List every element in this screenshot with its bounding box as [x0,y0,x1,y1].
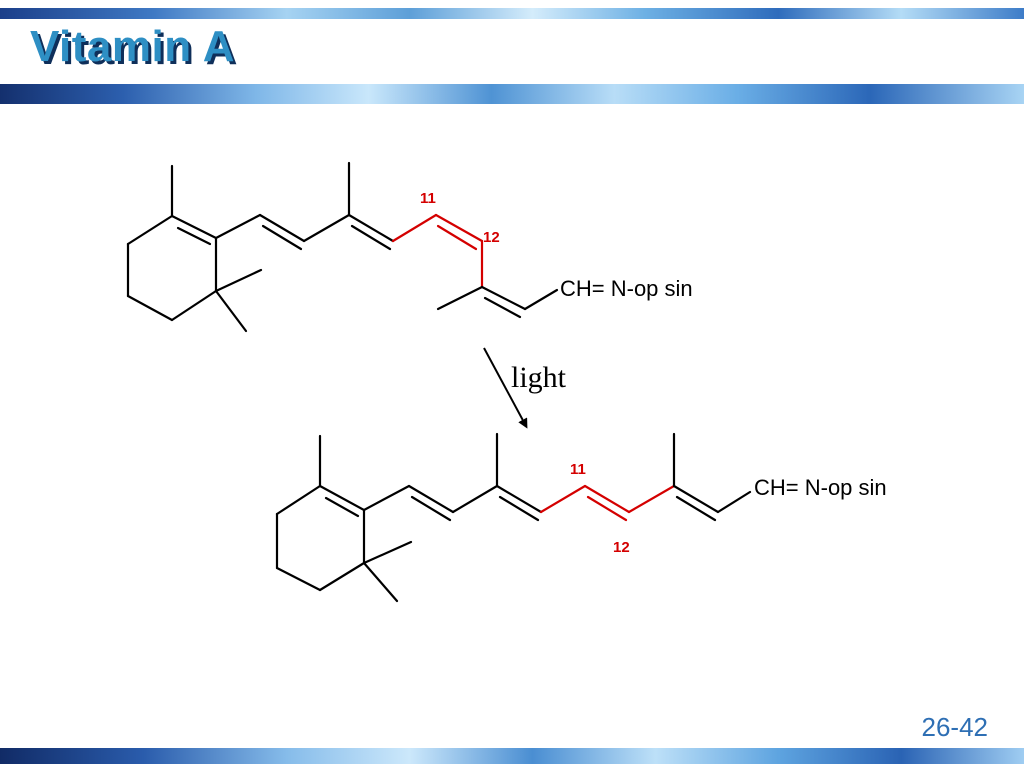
bottom-trans-bond-highlight [539,484,676,522]
bottom-polyene-end [672,432,752,522]
top-ring-methyl-groups [170,164,263,333]
bottom-decorative-band [0,748,1024,764]
bottom-locant-11: 11 [570,461,586,478]
bottom-molecule [275,432,752,603]
top-locant-11: 11 [420,190,436,207]
slide-title: Vitamin A [30,22,235,71]
top-schiff-base-label: CH= N-op sin [560,276,693,301]
page-number: 26-42 [921,712,989,742]
reaction-arrow [483,347,528,429]
top-cyclohexene-ring [126,214,218,322]
top-locant-12: 12 [483,229,500,246]
bottom-ring-methyl-groups [318,434,413,603]
bottom-cyclohexene-ring [275,484,366,592]
top-molecule [126,161,559,333]
reaction-label: light [511,361,567,394]
top-cis-bond-highlight [391,213,484,289]
top-polyene-chain [214,161,395,251]
title-decorative-band [0,84,1024,104]
top-decorative-band [0,8,1024,19]
bottom-locant-12: 12 [613,539,630,556]
bottom-schiff-base-label: CH= N-op sin [754,475,887,500]
top-polyene-end [436,285,559,319]
bottom-polyene-chain [362,432,543,522]
